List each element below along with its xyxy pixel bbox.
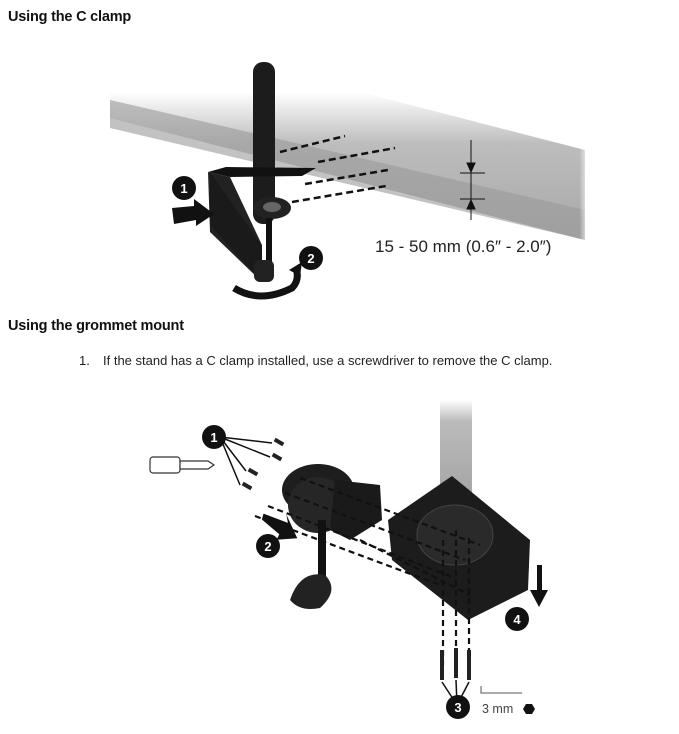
svg-text:3: 3 [454, 700, 461, 715]
desk-surface [110, 80, 590, 250]
callout-3: 3 [446, 695, 470, 719]
leader-lines-3 [441, 679, 470, 706]
hex-key-size-label: 3 mm [482, 702, 513, 716]
c-clamp [208, 167, 316, 282]
dashed-guide-lines [279, 134, 396, 204]
callout-1: 1 [172, 176, 196, 200]
push-arrow-icon [172, 199, 214, 226]
svg-text:1: 1 [180, 181, 187, 196]
step-text: If the stand has a C clamp installed, us… [103, 353, 553, 368]
svg-text:2: 2 [307, 251, 314, 266]
dimension-marker [460, 140, 485, 220]
hex-nut-icon [523, 704, 535, 714]
c-clamp-illustration: 15 - 50 mm (0.6″ - 2.0″) 1 2 [110, 62, 590, 300]
leader-lines-1 [219, 436, 273, 486]
screwdriver-icon [149, 456, 216, 474]
grommet-clamp [282, 464, 382, 609]
stand-base-plate [388, 476, 530, 620]
hex-key-icon [480, 686, 522, 694]
section-heading-grommet-mount: Using the grommet mount [8, 318, 184, 334]
callout-2: 2 [256, 534, 280, 558]
stand-pole [440, 400, 472, 540]
svg-text:1: 1 [210, 430, 217, 445]
section-heading-c-clamp: Using the C clamp [8, 9, 132, 25]
step-number: 1. [79, 353, 90, 368]
svg-text:2: 2 [264, 539, 271, 554]
callout-1: 1 [202, 425, 226, 449]
dimension-label: 15 - 50 mm (0.6″ - 2.0″) [375, 237, 551, 256]
screws-top [241, 437, 285, 491]
svg-text:4: 4 [513, 612, 521, 627]
stand-pole [253, 62, 275, 224]
screws-bottom [440, 648, 471, 680]
rotate-arrow-icon [232, 262, 302, 300]
down-arrow-icon [530, 565, 548, 607]
callout-4: 4 [505, 607, 529, 631]
push-arrow-icon [261, 513, 298, 540]
dashed-guide-lines [254, 476, 481, 665]
callout-2: 2 [299, 246, 323, 270]
